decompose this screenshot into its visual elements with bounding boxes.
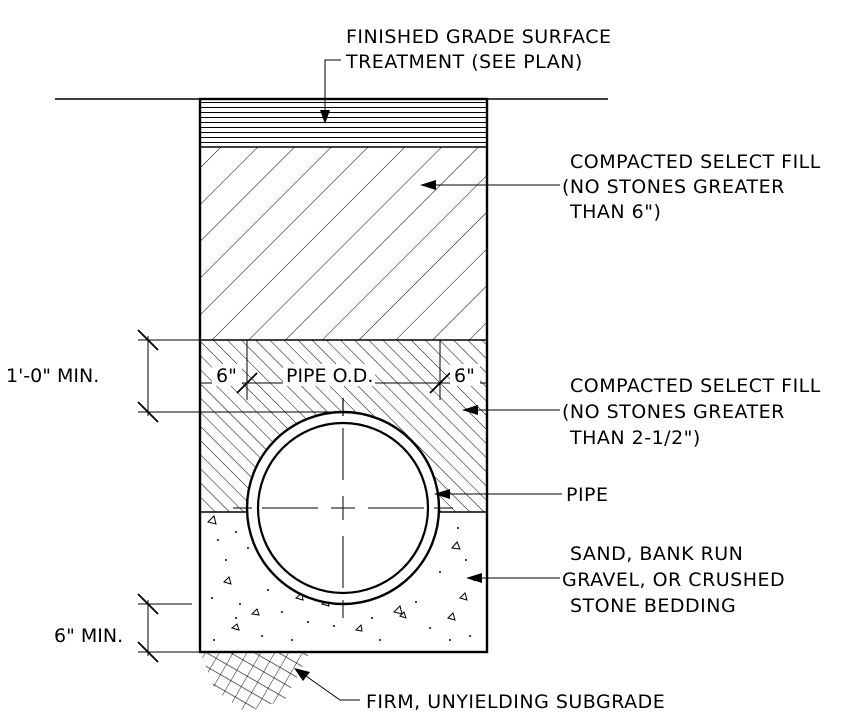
side-clear-left-bg [212,364,242,386]
lower-fill-label-line2: (NO STONES GREATER [562,401,785,423]
side-clear-right-bg [450,364,480,386]
subgrade-leader [294,668,360,701]
pipe-od-label: PIPE O.D. [286,365,373,387]
upper-fill-label-line3: THAN 6") [569,201,661,223]
pipe-centerlines [233,398,453,618]
upper-fill-label-line2: (NO STONES GREATER [562,176,785,198]
subgrade-label: FIRM, UNYIELDING SUBGRADE [366,691,665,713]
side-clearance-left-label: 6" [216,365,237,387]
surface-label-line1: FINISHED GRADE SURFACE [346,26,612,48]
trench-outline [198,97,489,654]
cover-dimension [137,329,340,423]
bedding-label-line2: GRAVEL, OR CRUSHED [562,569,785,591]
pipe-leader [434,489,562,499]
bedding-leader [466,573,560,583]
upper-fill-label-line1: COMPACTED SELECT FILL [570,151,821,173]
bedding-dots [211,527,475,641]
upper-fill-layer [200,147,487,340]
surface-treatment-layer [200,99,487,147]
lower-fill-leader [462,405,560,415]
pipe-od-label-bg [283,364,375,386]
surface-leader [320,59,341,124]
surface-label-line2: TREATMENT (SEE PLAN) [345,51,583,73]
lower-fill-label-line3: THAN 2-1/2") [569,427,701,449]
bedding-min-label: 6" MIN. [54,625,123,647]
bedding-dimension [137,593,200,663]
bedding-label-line1: SAND, BANK RUN [570,543,743,565]
bedding-label-line3: STONE BEDDING [570,595,736,617]
subgrade-hatch [200,652,310,712]
pipe-label: PIPE [566,484,609,506]
upper-fill-leader [420,180,560,190]
side-clearance-right-label: 6" [454,365,475,387]
cover-min-label: 1'-0" MIN. [6,365,99,387]
lower-fill-label-line1: COMPACTED SELECT FILL [570,375,821,397]
